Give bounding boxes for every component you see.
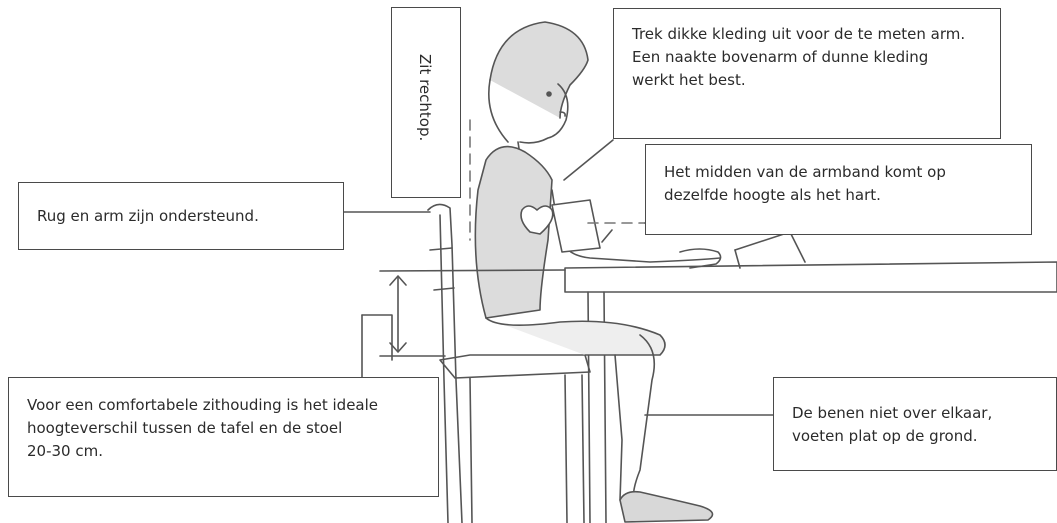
clothing-line-2: Een naakte bovenarm of dunne kleding (632, 46, 982, 69)
cuff-height-callout: Het midden van de armband komt op dezelf… (645, 144, 1032, 235)
sit-upright-callout: Zit rechtop. (391, 7, 461, 198)
height-difference-callout: Voor een comfortabele zithouding is het … (8, 377, 439, 497)
height-difference-line-3: 20-30 cm. (27, 440, 420, 463)
clothing-line-1: Trek dikke kleding uit voor de te meten … (632, 23, 982, 46)
back-support-text: Rug en arm zijn ondersteund. (37, 205, 325, 228)
back-support-callout: Rug en arm zijn ondersteund. (18, 182, 344, 250)
cuff-height-line-2: dezelfde hoogte als het hart. (664, 184, 1013, 207)
legs-callout: De benen niet over elkaar, voeten plat o… (773, 377, 1057, 471)
legs-line-1: De benen niet over elkaar, (792, 402, 1038, 425)
height-difference-line-2: hoogteverschil tussen de tafel en de sto… (27, 417, 420, 440)
bp-monitor (735, 232, 805, 268)
height-difference-line-1: Voor een comfortabele zithouding is het … (27, 394, 420, 417)
clothing-line-3: werkt het best. (632, 69, 982, 92)
cuff-height-line-1: Het midden van de armband komt op (664, 161, 1013, 184)
clothing-callout: Trek dikke kleding uit voor de te meten … (613, 8, 1001, 139)
sit-upright-text: Zit rechtop. (413, 54, 436, 141)
legs-line-2: voeten plat op de grond. (792, 425, 1038, 448)
